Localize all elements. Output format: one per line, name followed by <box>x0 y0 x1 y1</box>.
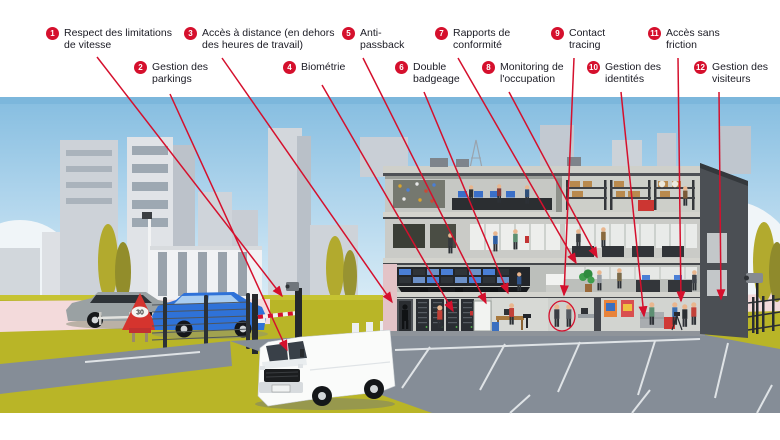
floor-3-offices <box>385 219 700 258</box>
arrow-1 <box>96 56 283 298</box>
arrow-10 <box>620 91 648 318</box>
annotation-4: 4 Biométrie <box>283 61 371 74</box>
speed-limit-sign: 30 <box>97 293 185 342</box>
annotation-arrows <box>96 56 726 352</box>
annotation-10-label: Gestion des identités <box>605 61 662 86</box>
office-nook <box>492 298 548 331</box>
annotation-12: 12 Gestion des visiteurs <box>694 61 774 85</box>
annotation-3-badge: 3 <box>184 27 197 40</box>
annotation-5: 5 Anti-passback <box>342 27 408 51</box>
annotation-8: 8 Monitoring de l'occupation <box>482 61 588 85</box>
annotation-10: 10 Gestion des identités <box>587 61 667 85</box>
annotation-3-label: Accès à distance (en dehors des heures d… <box>202 27 335 52</box>
arrow-7 <box>457 57 577 265</box>
city-skyline <box>0 125 751 303</box>
annotation-8-badge: 8 <box>482 61 495 74</box>
building-side-wall <box>700 163 748 338</box>
annotation-7-label: Rapports de conformité <box>453 27 511 52</box>
lobby <box>601 298 700 331</box>
gate-barrier <box>252 282 302 354</box>
right-fence <box>744 222 780 334</box>
arrow-11 <box>676 57 686 303</box>
arrow-2 <box>169 93 288 352</box>
annotation-1: 1 Respect des limitations de vitesse <box>46 27 182 51</box>
annotation-5-badge: 5 <box>342 27 355 40</box>
annotation-6-label: Double badgeage <box>413 61 460 86</box>
annotation-4-badge: 4 <box>283 61 296 74</box>
annotation-11-badge: 11 <box>648 27 661 40</box>
contact-tracing-circle <box>548 300 576 332</box>
street-lamp <box>142 212 152 310</box>
annotation-6-badge: 6 <box>395 61 408 74</box>
floor-2-control-room <box>385 265 700 293</box>
annotation-2-label: Gestion des parkings <box>152 61 209 86</box>
perimeter-fence <box>151 293 251 349</box>
annotation-9: 9 Contact tracing <box>551 27 617 51</box>
meeting-pair <box>548 298 598 331</box>
annotation-10-badge: 10 <box>587 61 600 74</box>
annotation-12-label: Gestion des visiteurs <box>712 61 769 86</box>
side-entrance-door <box>397 299 413 331</box>
cctv-camera <box>744 273 763 334</box>
annotation-5-label: Anti-passback <box>360 27 405 52</box>
annotation-1-badge: 1 <box>46 27 59 40</box>
arrow-3 <box>221 57 393 304</box>
annotation-7: 7 Rapports de conformité <box>435 27 531 51</box>
ground-floor <box>383 264 726 333</box>
annotation-4-label: Biométrie <box>301 61 346 73</box>
annotation-1-label: Respect des limitations de vitesse <box>64 27 172 52</box>
annotation-9-badge: 9 <box>551 27 564 40</box>
license-plate <box>271 384 291 393</box>
annotation-2: 2 Gestion des parkings <box>134 61 212 85</box>
arrow-9 <box>559 57 575 297</box>
annotation-2-badge: 2 <box>134 61 147 74</box>
annotation-7-badge: 7 <box>435 27 448 40</box>
annotation-9-label: Contact tracing <box>569 27 606 52</box>
annotation-3: 3 Accès à distance (en dehors des heures… <box>184 27 340 51</box>
svg-text:30: 30 <box>136 310 144 317</box>
floor-4-warehouse <box>385 176 700 212</box>
annotation-11-label: Accès sans friction <box>666 27 720 52</box>
annotation-11: 11 Accès sans friction <box>648 27 728 51</box>
white-van <box>255 329 396 410</box>
anpr-camera <box>285 282 299 291</box>
annotation-6: 6 Double badgeage <box>395 61 471 85</box>
arrow-12 <box>716 91 726 301</box>
annotation-8-label: Monitoring de l'occupation <box>500 61 564 86</box>
arrow-5 <box>362 57 487 305</box>
annotation-12-badge: 12 <box>694 61 707 74</box>
arrow-8 <box>508 91 598 259</box>
roof-units <box>430 157 581 167</box>
arrow-6 <box>423 91 509 295</box>
arrow-4 <box>321 84 454 313</box>
